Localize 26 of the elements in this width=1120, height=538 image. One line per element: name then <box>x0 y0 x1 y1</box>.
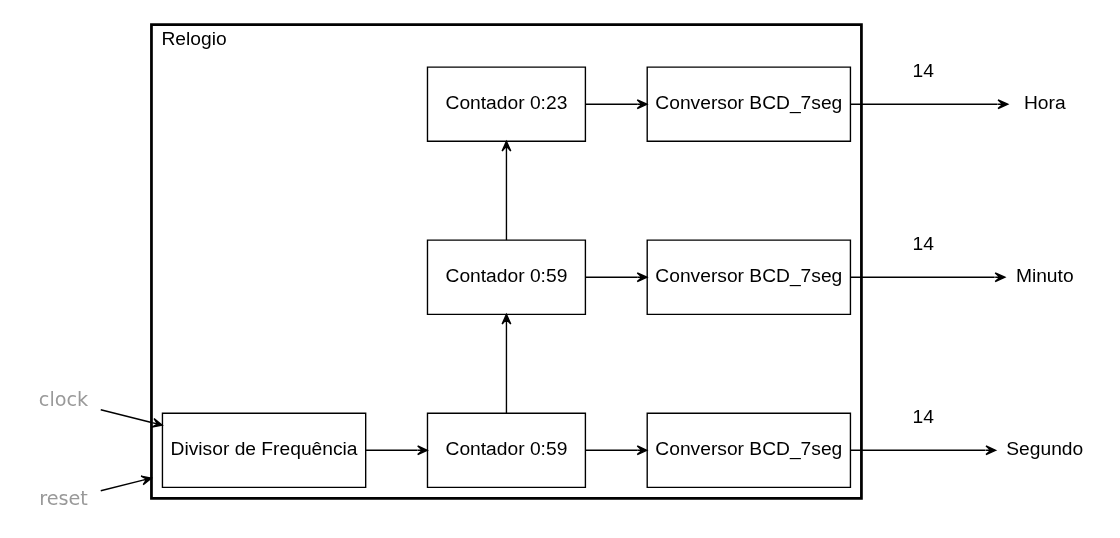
arrow <box>850 445 997 456</box>
arrow <box>584 99 648 110</box>
node-box: Contador 0:23 <box>426 66 587 142</box>
arrow <box>365 445 428 456</box>
node-text: Hora <box>1023 92 1066 114</box>
edge-label: 14 <box>912 406 934 428</box>
edge-label: 14 <box>912 60 934 82</box>
arrow <box>501 313 512 414</box>
node-box: Divisor de Frequência <box>161 412 367 489</box>
node-box: Conversor BCD_7seg <box>646 412 852 489</box>
node-text: clock <box>38 387 89 411</box>
arrow <box>100 475 153 492</box>
edge-label: 14 <box>912 233 934 255</box>
node-text: Segundo <box>1006 438 1084 460</box>
arrow <box>100 409 163 428</box>
node-box: Contador 0:59 <box>426 239 587 315</box>
arrow <box>584 272 648 283</box>
arrow <box>584 445 648 456</box>
node-text: reset <box>39 486 88 510</box>
node-box: Contador 0:59 <box>426 412 587 489</box>
node-text: Minuto <box>1015 265 1074 287</box>
node-box: Conversor BCD_7seg <box>646 239 852 315</box>
arrow <box>850 272 1006 283</box>
arrow <box>501 140 512 241</box>
node-box: Conversor BCD_7seg <box>646 66 852 142</box>
arrow <box>850 99 1009 110</box>
